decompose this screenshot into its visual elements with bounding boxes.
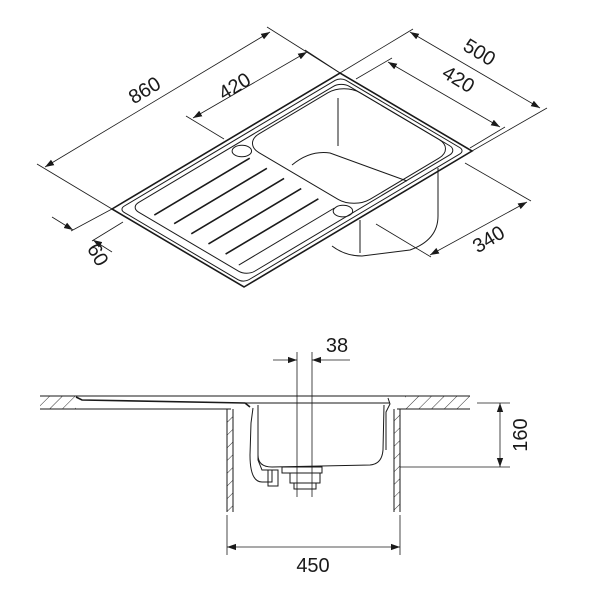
dim-160: 160	[400, 402, 532, 468]
sink-rim	[119, 77, 465, 283]
waste-fitting	[250, 408, 322, 489]
sink-outer-edge	[112, 73, 472, 287]
waste-centerlines	[296, 352, 313, 497]
cabinet-walls	[227, 409, 400, 512]
dim-label-edge-offset: 60	[82, 240, 112, 270]
dim-label-overall-depth: 500	[459, 35, 499, 71]
dim-label-bowl-length: 420	[438, 62, 478, 98]
dim-label-bowl-width: 340	[469, 222, 509, 258]
top-view: 860 420 500 420 340	[36, 26, 548, 287]
section-view: 38 160 450	[40, 335, 532, 577]
dim-60: 60	[51, 208, 124, 270]
dim-label-waste-diameter: 38	[326, 335, 348, 357]
dim-label-bowl-depth: 160	[510, 418, 532, 451]
sink-plan	[112, 73, 472, 287]
dim-500: 500	[339, 28, 548, 152]
dim-label-drainer-length: 420	[215, 69, 255, 105]
dim-label-overall-length: 860	[125, 73, 165, 109]
countertop	[40, 396, 470, 409]
dim-450: 450	[226, 515, 401, 577]
dim-420-drainer: 420	[185, 49, 341, 140]
dim-38: 38	[273, 335, 350, 364]
overflow-hole	[329, 203, 357, 219]
drainer-ribs	[154, 158, 334, 265]
dim-label-cabinet-width: 450	[296, 555, 329, 577]
bowl-opening	[243, 83, 455, 209]
drainer-panel	[131, 82, 458, 276]
sink-section	[76, 397, 390, 467]
dim-860: 860	[36, 26, 341, 210]
tap-hole	[228, 143, 256, 159]
dim-340: 340	[375, 162, 532, 258]
